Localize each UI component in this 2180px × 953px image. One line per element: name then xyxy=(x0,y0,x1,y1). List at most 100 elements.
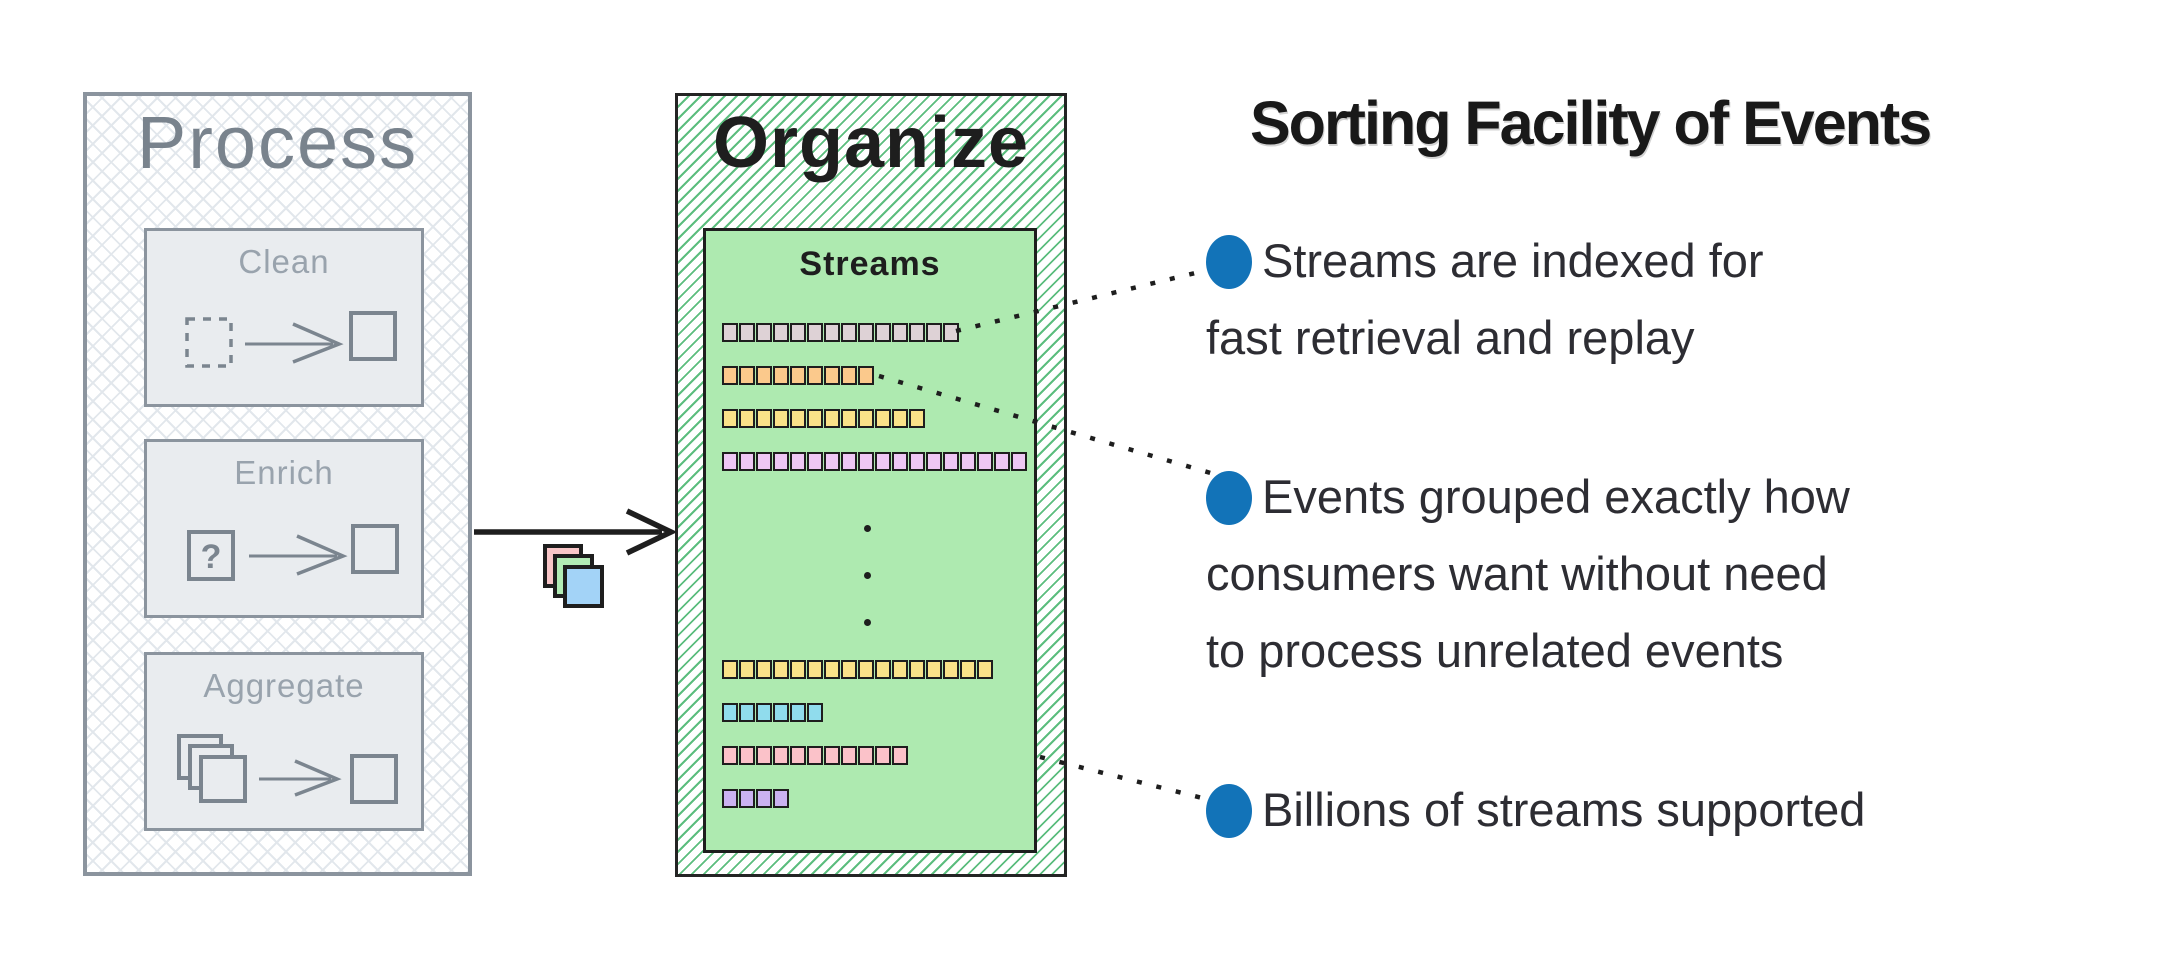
bullet-dot xyxy=(1206,234,1252,289)
process-panel-title: Process xyxy=(136,101,419,184)
stream-cell xyxy=(875,323,891,342)
bullet-item-3: Billions of streams supported xyxy=(1206,771,2136,848)
stream-cell xyxy=(773,452,789,471)
stream-cell xyxy=(790,323,806,342)
stream-cell xyxy=(892,746,908,765)
step-clean: Clean xyxy=(144,228,424,407)
stream-cell xyxy=(756,703,772,722)
stream-cell xyxy=(722,366,738,385)
info-heading: Sorting Facility of Events xyxy=(1250,89,1932,157)
bullet-item-1: Streams are indexed for fast retrieval a… xyxy=(1206,222,2136,376)
stream-cell xyxy=(722,660,738,679)
stream-cell xyxy=(790,366,806,385)
bullet-text-2: Events grouped exactly how consumers wan… xyxy=(1206,470,1850,677)
stream-cell xyxy=(858,366,874,385)
stream-cell xyxy=(739,660,755,679)
stream-row-orange xyxy=(722,366,1027,385)
step-aggregate-label: Aggregate xyxy=(203,667,365,704)
stream-rows-bottom xyxy=(722,660,993,808)
stream-cell xyxy=(756,409,772,428)
step-enrich: Enrich ? xyxy=(144,439,424,618)
step-clean-label: Clean xyxy=(238,243,330,280)
stream-row-yellow-long xyxy=(722,660,993,679)
process-panel: Process Clean Enrich ? Aggregat xyxy=(83,92,472,876)
stream-cell xyxy=(807,746,823,765)
stream-cell xyxy=(875,409,891,428)
packet-square xyxy=(563,565,604,608)
stream-cell xyxy=(892,660,908,679)
stream-cell xyxy=(739,703,755,722)
stream-row-pink xyxy=(722,746,993,765)
ellipsis-dot xyxy=(864,525,871,532)
stream-cell xyxy=(858,746,874,765)
stream-cell xyxy=(756,323,772,342)
step-enrich-label: Enrich xyxy=(234,454,334,491)
stream-cell xyxy=(943,452,959,471)
stream-cell xyxy=(994,452,1010,471)
stream-cell xyxy=(926,323,942,342)
stream-cell xyxy=(858,323,874,342)
stream-cell xyxy=(739,452,755,471)
stream-cell xyxy=(892,323,908,342)
stream-cell xyxy=(824,746,840,765)
question-mark-icon: ? xyxy=(201,538,222,576)
stream-cell xyxy=(722,746,738,765)
stream-cell xyxy=(841,409,857,428)
stream-cell xyxy=(943,323,959,342)
ellipsis-dot xyxy=(864,619,871,626)
stream-cell xyxy=(790,746,806,765)
stream-row-taupe xyxy=(722,323,1027,342)
stream-cell xyxy=(722,789,738,808)
stream-cell xyxy=(909,452,925,471)
stream-rows-top xyxy=(722,323,1027,471)
stream-cell xyxy=(807,703,823,722)
clean-diagram-icon xyxy=(185,311,397,368)
stream-cell xyxy=(841,323,857,342)
stream-cell xyxy=(756,452,772,471)
stream-cell xyxy=(773,660,789,679)
bullet-dot xyxy=(1206,470,1252,525)
stream-cell xyxy=(739,746,755,765)
stream-cell xyxy=(773,323,789,342)
stream-cell xyxy=(909,323,925,342)
stream-cell xyxy=(790,660,806,679)
stream-cell xyxy=(875,746,891,765)
stream-cell xyxy=(722,323,738,342)
stream-cell xyxy=(841,452,857,471)
stream-cell xyxy=(739,323,755,342)
stream-cell xyxy=(773,703,789,722)
stream-cell xyxy=(858,409,874,428)
stream-cell xyxy=(824,409,840,428)
stream-cell xyxy=(807,409,823,428)
stream-row-yellow xyxy=(722,409,1027,428)
stream-cell xyxy=(858,660,874,679)
stream-cell xyxy=(977,452,993,471)
stream-cell xyxy=(909,409,925,428)
stream-cell xyxy=(807,366,823,385)
stream-cell xyxy=(807,323,823,342)
stream-cell xyxy=(722,452,738,471)
stream-cell xyxy=(892,452,908,471)
stream-cell xyxy=(756,789,772,808)
stream-cell xyxy=(739,789,755,808)
stream-cell xyxy=(773,789,789,808)
stream-cell xyxy=(960,452,976,471)
enrich-diagram-icon: ? xyxy=(187,524,399,581)
stream-cell xyxy=(756,746,772,765)
ellipsis-dot xyxy=(864,572,871,579)
stream-cell xyxy=(790,452,806,471)
stream-cell xyxy=(824,323,840,342)
stream-cell xyxy=(841,660,857,679)
aggregate-diagram-icon xyxy=(177,734,398,804)
stream-cell xyxy=(977,660,993,679)
stream-cell xyxy=(790,409,806,428)
stream-cell xyxy=(926,660,942,679)
bullet-text-1: Streams are indexed for fast retrieval a… xyxy=(1206,234,1764,364)
stream-cell xyxy=(892,409,908,428)
stream-cell xyxy=(841,366,857,385)
stream-cell xyxy=(875,660,891,679)
stream-cell xyxy=(841,746,857,765)
stream-cell xyxy=(756,366,772,385)
stream-cell xyxy=(926,452,942,471)
